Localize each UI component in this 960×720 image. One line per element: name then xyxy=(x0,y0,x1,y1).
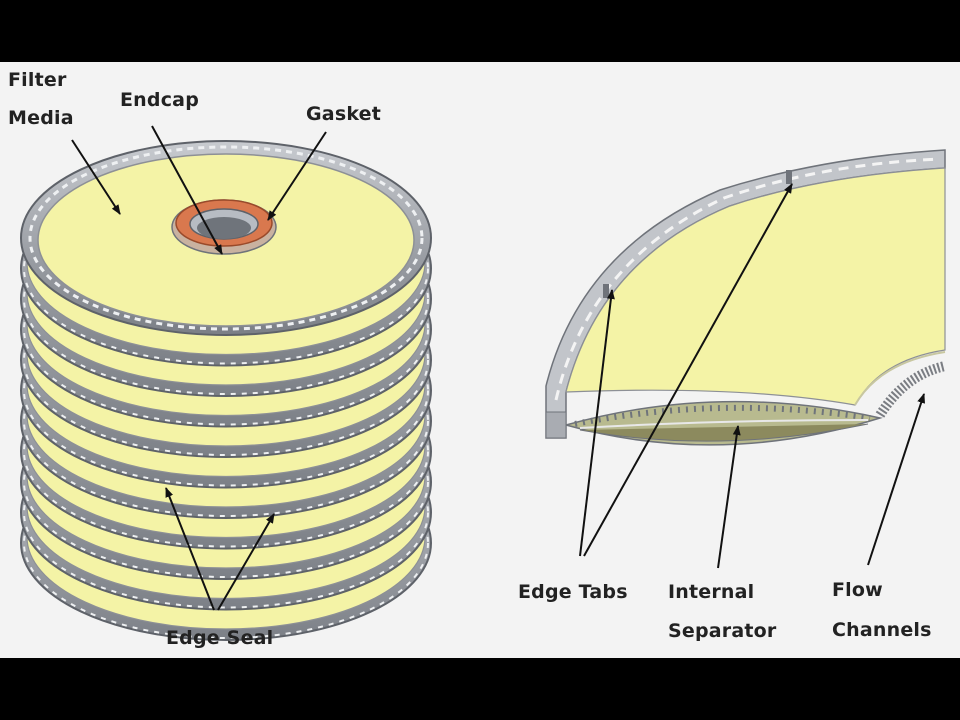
arrow-internal-separator xyxy=(717,425,741,569)
arrow-edge-tabs-right xyxy=(583,183,793,557)
top-disc xyxy=(20,140,432,336)
lenticular-filter-diagram xyxy=(20,125,947,641)
arrow-edge-tabs-left xyxy=(579,289,615,557)
arrow-edge-seal-right xyxy=(217,513,275,611)
arrow-flow-channels xyxy=(867,393,926,566)
label-internal: Internal xyxy=(668,581,755,603)
arrow-endcap xyxy=(151,125,223,255)
label-edge-seal: Edge Seal xyxy=(166,627,274,649)
label-gasket: Gasket xyxy=(306,103,382,125)
arrow-filter-media xyxy=(71,139,121,215)
arrow-edge-seal-left xyxy=(165,487,215,611)
diagram-canvas: Filter Media Endcap Gasket Edge Seal Edg… xyxy=(0,62,960,658)
callout-arrows xyxy=(71,125,926,611)
label-flow: Flow xyxy=(832,579,883,601)
label-edge-tabs: Edge Tabs xyxy=(518,581,628,603)
label-filter: Filter xyxy=(8,69,67,91)
label-channels: Channels xyxy=(832,619,932,641)
label-endcap: Endcap xyxy=(120,89,199,111)
label-media: Media xyxy=(8,107,74,129)
label-separator: Separator xyxy=(668,620,777,642)
arrow-gasket xyxy=(267,131,327,221)
cutaway-section xyxy=(545,149,947,446)
